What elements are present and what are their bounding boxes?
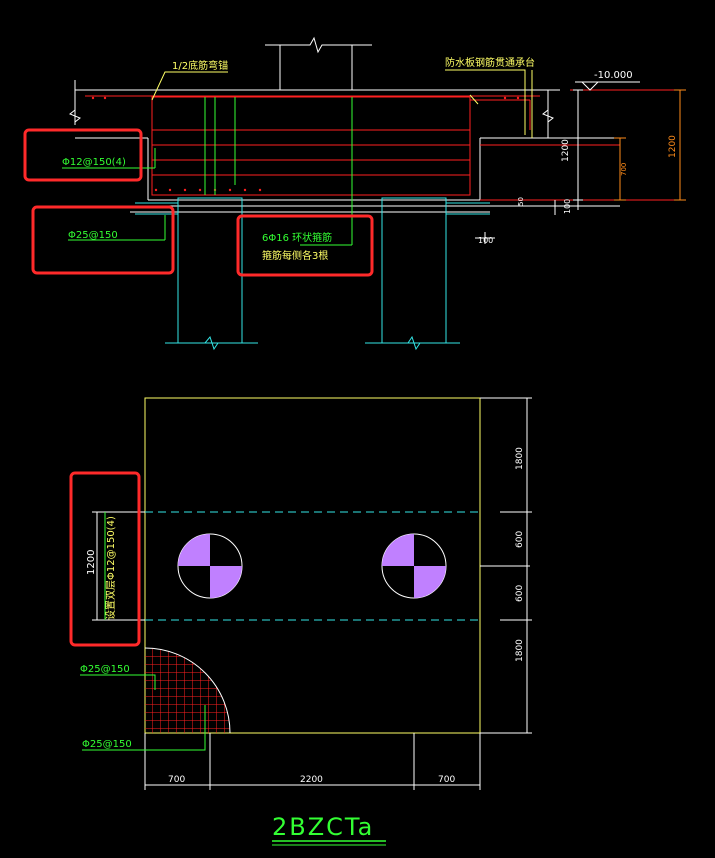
highlight-stirrup — [236, 214, 374, 277]
dim-1200-far: 1200 — [668, 135, 678, 158]
section-view: 1/2底筋弯锚 防水板钢筋贯通承台 -10.000 Φ12@150(4) Φ25… — [62, 36, 686, 351]
dim-100-h: 100 — [478, 236, 493, 245]
plan-dim-right: 700 — [438, 775, 455, 785]
leaders — [62, 69, 533, 246]
dim-100-v: 100 — [563, 199, 572, 214]
side-rebar-label: Φ12@150(4) — [62, 157, 126, 168]
highlight-plan-side — [69, 471, 141, 647]
highlight-bottom-rebar — [31, 205, 175, 275]
stirrup-label-1: 6Φ16 环状箍筋 — [262, 231, 332, 244]
bottom-rebar-label: Φ25@150 — [68, 230, 118, 241]
dim-inner: 700 — [620, 163, 628, 176]
drawing-title: 2BZCTa — [272, 813, 374, 841]
column-top — [265, 36, 372, 90]
piles — [135, 197, 490, 351]
highlight-boxes — [23, 128, 374, 647]
rebar-dots — [91, 96, 520, 192]
dim-50: 50 — [517, 197, 525, 206]
plan-dim-center: 2200 — [300, 775, 323, 785]
plan-dim-top: 1800 — [515, 447, 525, 470]
plan-side-rebar-note: 设置双层Φ12@150(4) — [105, 516, 117, 620]
stirrup-label-2: 箍筋每侧各3根 — [262, 249, 328, 262]
plan-side-dim: 1200 — [86, 550, 97, 575]
highlight-side-rebar — [23, 128, 143, 182]
orange-dims — [614, 89, 686, 201]
waterproof-label: 防水板钢筋贯通承台 — [445, 56, 535, 69]
rebar-grid-arc — [144, 647, 231, 734]
elevation-value: -10.000 — [594, 70, 633, 81]
pile-symbol-right — [381, 533, 447, 599]
plan-dims — [92, 397, 532, 790]
plan-dim-mid1: 600 — [515, 531, 525, 548]
plan-dim-left: 700 — [168, 775, 185, 785]
pile-symbol-left — [177, 533, 243, 599]
plan-dim-bottom: 1800 — [515, 639, 525, 662]
plan-rebar-y: Φ25@150 — [82, 739, 132, 750]
slab-outline — [69, 80, 620, 213]
elevation-marker — [475, 81, 640, 244]
plan-leaders — [80, 512, 206, 751]
plan-view: 1200 设置双层Φ12@150(4) Φ25@150 Φ25@150 1800… — [80, 397, 532, 790]
dim-1200-section: 1200 — [561, 139, 571, 162]
plan-rebar-x: Φ25@150 — [80, 664, 130, 675]
plan-dim-mid2: 600 — [515, 585, 525, 602]
half-bottom-rebar-label: 1/2底筋弯锚 — [172, 59, 228, 72]
